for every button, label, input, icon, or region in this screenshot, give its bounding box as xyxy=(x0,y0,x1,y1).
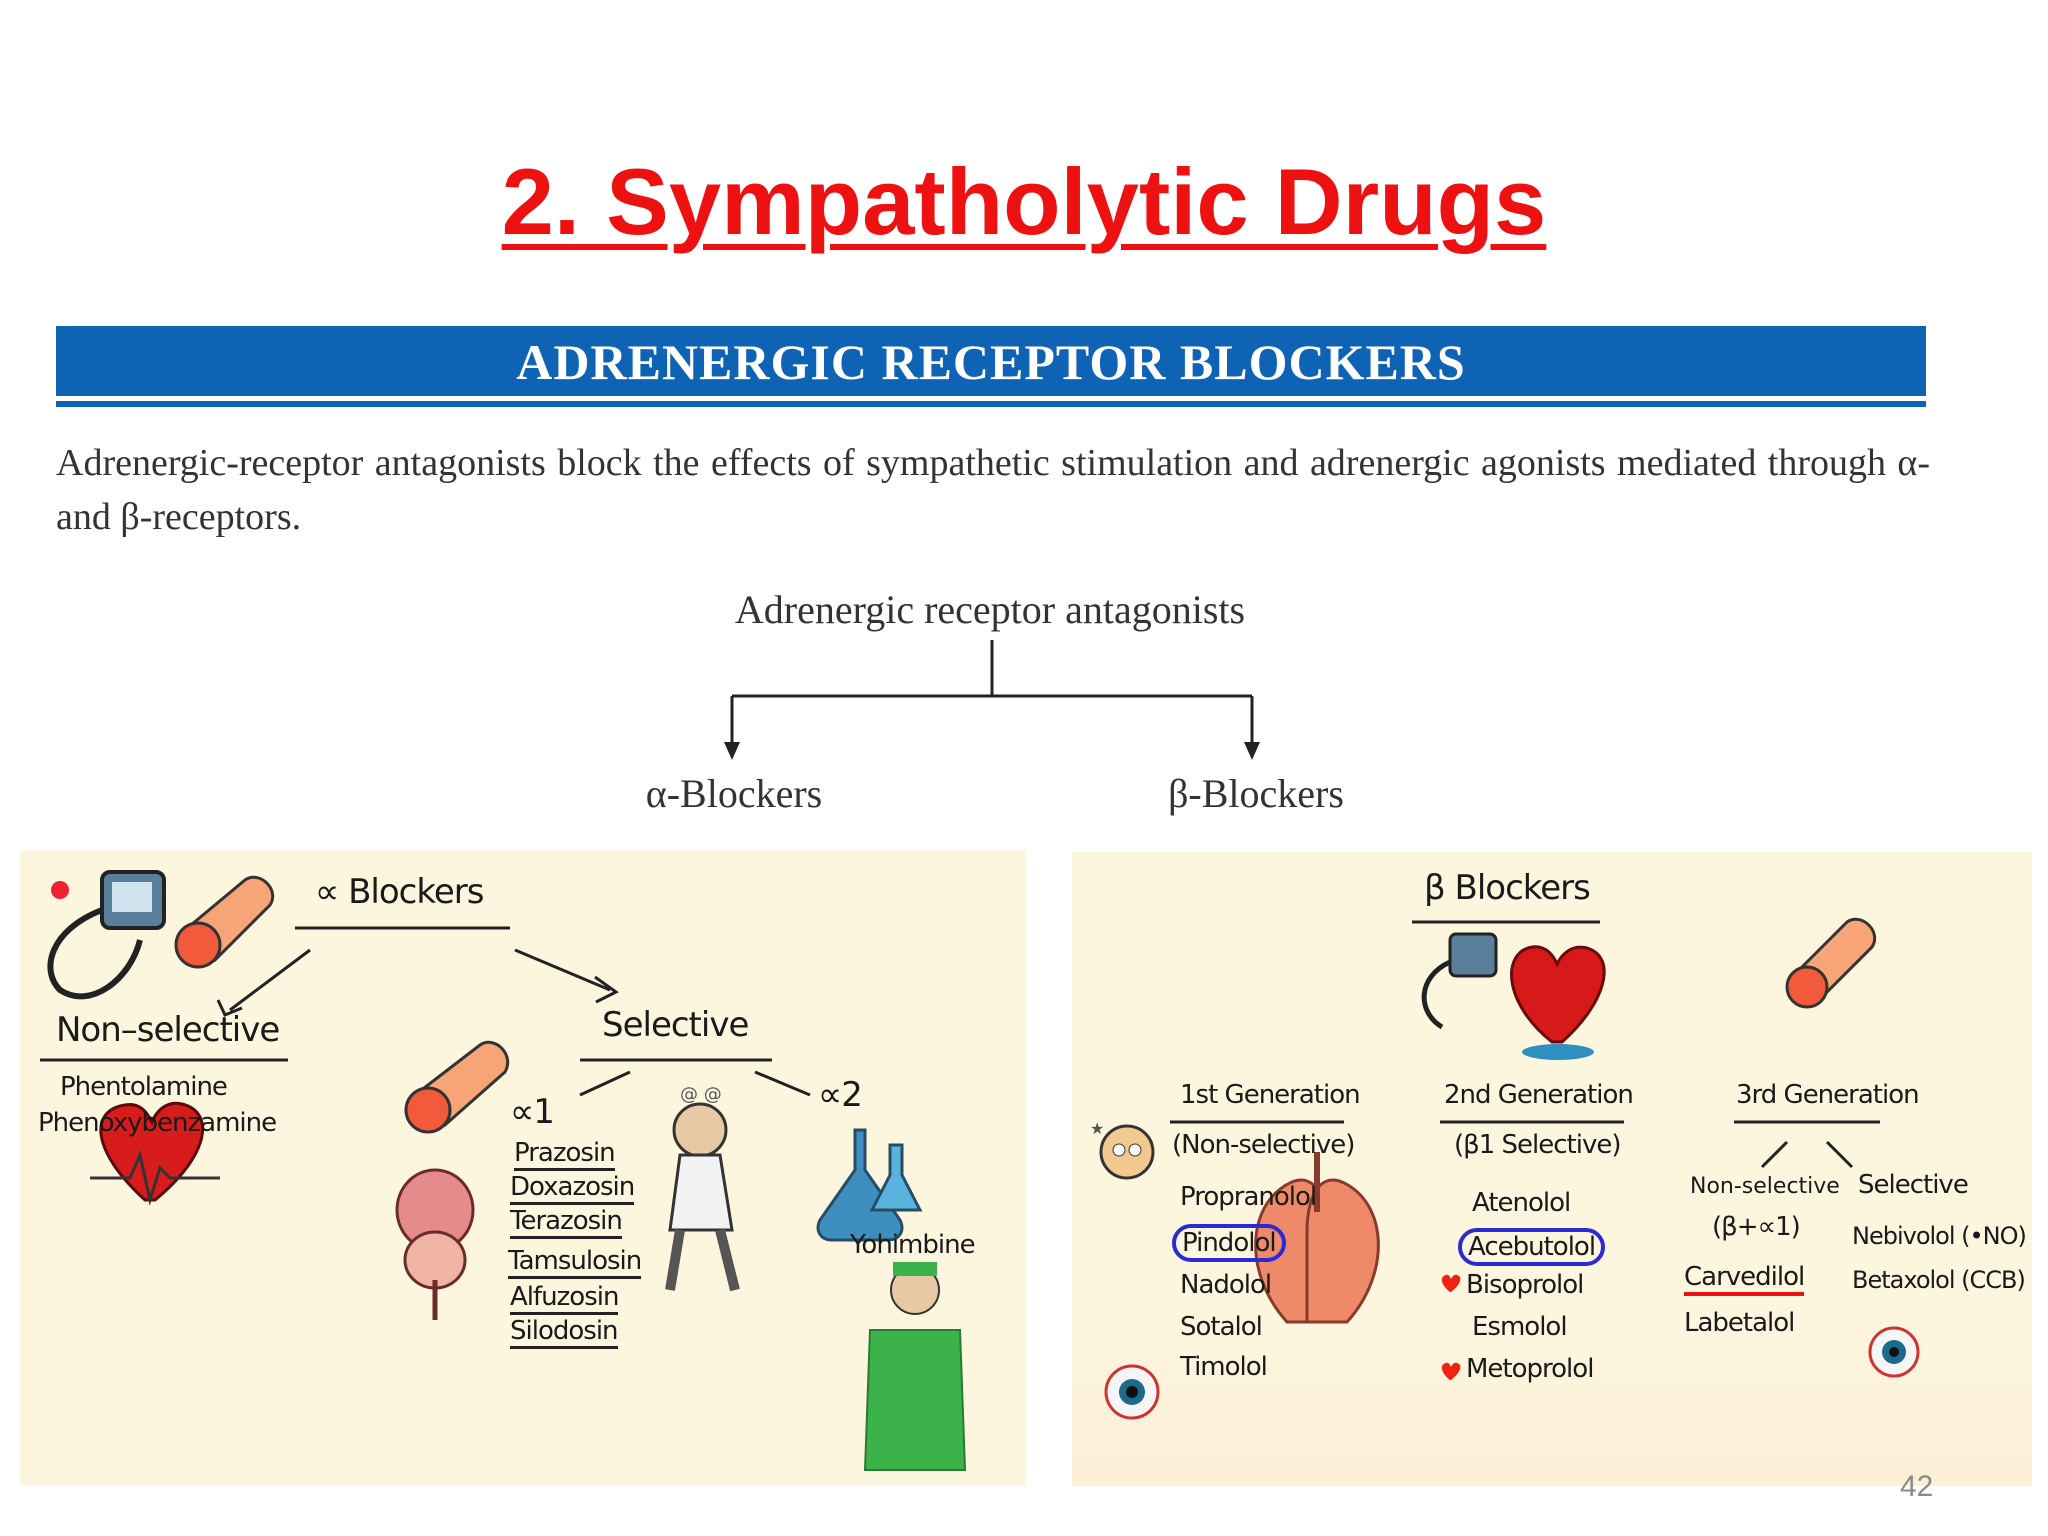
alpha2-label: ∝2 xyxy=(818,1075,863,1115)
alpha1-label: ∝1 xyxy=(510,1092,555,1132)
gen2-drug: Acebutolol xyxy=(1458,1228,1606,1266)
dizzy-man-icon: @ @ xyxy=(665,1084,740,1292)
beta-panel-heading: β Blockers xyxy=(1424,868,1591,908)
blood-pressure-cuff-icon xyxy=(1421,932,1498,1030)
alpha1-drug: Terazosin xyxy=(510,1206,623,1239)
lungs-icon xyxy=(1254,1152,1380,1324)
flask-icon xyxy=(816,1128,923,1242)
blood-vessel-icon xyxy=(1785,917,1877,1009)
alpha-blockers-panel: @ @ ∝ Blockers Non–selective Phentolamin… xyxy=(20,850,1026,1486)
alpha1-drug: Doxazosin xyxy=(510,1172,635,1205)
prostate-icon xyxy=(395,1168,475,1320)
page-number: 42 xyxy=(1900,1470,1934,1503)
gen2-subtitle: (β1 Selective) xyxy=(1454,1130,1622,1160)
gen3-nonselective-subtitle: (β+∝1) xyxy=(1712,1212,1801,1242)
gen1-subtitle: (Non-selective) xyxy=(1172,1130,1355,1160)
section-banner: ADRENERGIC RECEPTOR BLOCKERS xyxy=(56,326,1926,401)
blood-pressure-cuff-icon xyxy=(47,870,166,1000)
slide-title: 2. Sympatholytic Drugs xyxy=(501,149,1547,254)
gen3-nonselective-drug: Carvedilol xyxy=(1684,1262,1805,1296)
alpha1-drug: Tamsulosin xyxy=(508,1246,642,1279)
alpha-nonselective-drug: Phentolamine xyxy=(60,1072,228,1102)
intro-paragraph: Adrenergic-receptor antagonists block th… xyxy=(56,442,1930,538)
heart-mascot-icon xyxy=(1510,945,1606,1060)
heart-bullet-icon xyxy=(1441,1362,1461,1380)
gen2-drug: Bisoprolol xyxy=(1466,1270,1584,1300)
alpha-selective-label: Selective xyxy=(602,1005,749,1045)
gen3-selective-drug: Nebivolol (•NO) xyxy=(1852,1222,2027,1250)
gen3-nonselective-drug: Labetalol xyxy=(1684,1308,1795,1338)
alpha-panel-drawings: @ @ xyxy=(40,870,967,1471)
doctor-icon xyxy=(863,1262,967,1471)
beta-panel-drawings: ★ xyxy=(1090,917,1920,1420)
alpha1-drug: Prazosin xyxy=(514,1138,616,1171)
gen2-drug: Metoprolol xyxy=(1466,1354,1594,1384)
gen3-selective-label: Selective xyxy=(1858,1170,1969,1200)
blood-vessel-icon xyxy=(174,875,275,969)
dizzy-person-icon: ★ xyxy=(1090,1119,1155,1180)
gen2-drug: Atenolol xyxy=(1472,1188,1571,1218)
gen2-label: 2nd Generation xyxy=(1444,1080,1634,1110)
gen2-drug: Esmolol xyxy=(1472,1312,1568,1342)
eye-icon-2 xyxy=(1868,1326,1920,1378)
heart-bullet-icon xyxy=(1441,1274,1461,1292)
gen3-label: 3rd Generation xyxy=(1736,1080,1920,1110)
gen3-selective-drug: Betaxolol (CCB) xyxy=(1852,1266,2026,1294)
gen1-drug: Pindolol xyxy=(1172,1224,1286,1262)
eye-icon xyxy=(1104,1364,1160,1420)
gen1-label: 1st Generation xyxy=(1180,1080,1361,1110)
svg-text:★: ★ xyxy=(1090,1119,1104,1138)
blood-vessel-icon-2 xyxy=(404,1040,510,1134)
beta-blockers-panel: ★ β Blockers 1st Generation (Non-selecti… xyxy=(1072,852,2032,1486)
gen1-drug: Propranolol xyxy=(1180,1182,1317,1212)
alpha-blockers-label: α-Blockers xyxy=(645,771,823,816)
gen1-drug: Nadolol xyxy=(1180,1270,1272,1300)
alpha-nonselective-drug: Phenoxybenzamine xyxy=(38,1108,277,1138)
heart-icon xyxy=(90,1101,220,1206)
tree-root-label: Adrenergic receptor antagonists xyxy=(734,587,1246,632)
gen1-drug: Sotalol xyxy=(1180,1312,1263,1342)
gen3-nonselective-label: Non-selective xyxy=(1690,1174,1840,1199)
alpha-panel-heading: ∝ Blockers xyxy=(315,872,484,912)
alpha1-drug: Alfuzosin xyxy=(510,1282,619,1315)
banner-text: ADRENERGIC RECEPTOR BLOCKERS xyxy=(516,334,1466,390)
alpha1-drug: Silodosin xyxy=(510,1316,619,1349)
gen1-drug: Timolol xyxy=(1180,1352,1268,1382)
svg-text:@ @: @ @ xyxy=(680,1084,722,1105)
alpha-nonselective-label: Non–selective xyxy=(56,1010,280,1050)
beta-blockers-label: β-Blockers xyxy=(1168,771,1344,816)
alpha2-drug: Yohimbine xyxy=(850,1230,976,1260)
